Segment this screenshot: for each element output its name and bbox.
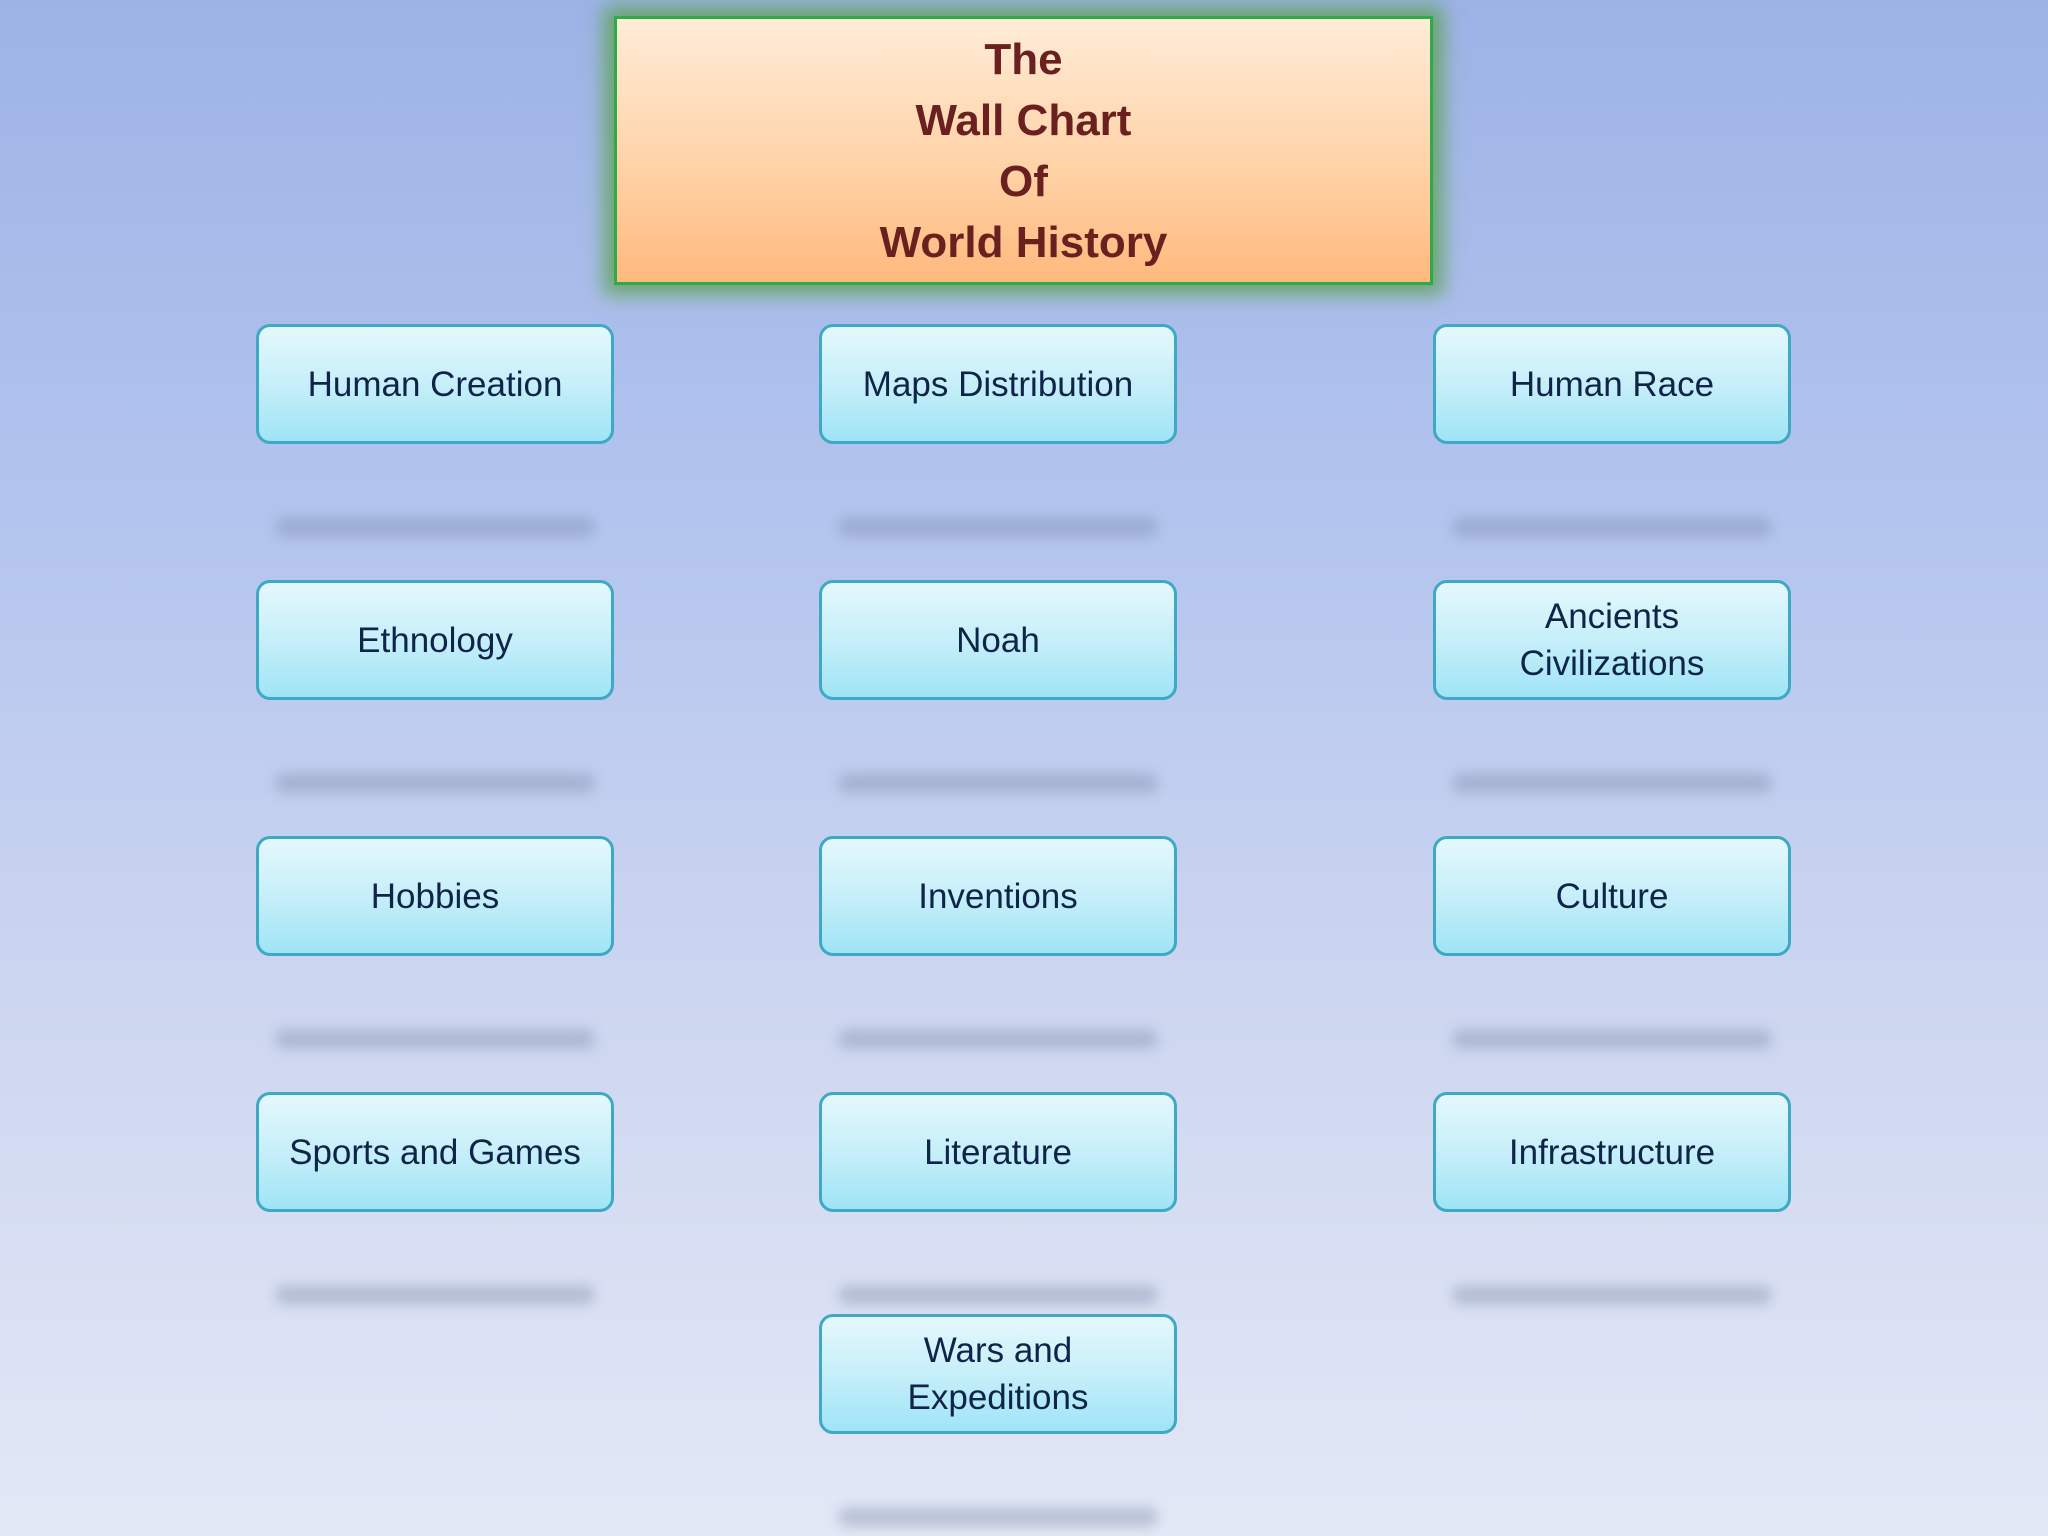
node-label: Culture: [1555, 876, 1669, 916]
node-label: Maps Distribution: [862, 364, 1134, 404]
node-infrastructure[interactable]: Infrastructure: [1433, 1092, 1791, 1212]
node-label: Literature: [924, 1132, 1072, 1172]
node-label: Inventions: [918, 876, 1078, 916]
title-line-3: Of: [999, 156, 1048, 206]
node-noah[interactable]: Noah: [819, 580, 1177, 700]
node-ancients-civilizations[interactable]: Ancients Civilizations: [1433, 580, 1791, 700]
node-reflection: [838, 1285, 1158, 1305]
node-human-creation[interactable]: Human Creation: [256, 324, 614, 444]
title-line-1: The: [984, 34, 1063, 84]
node-label: Human Creation: [307, 364, 563, 404]
node-label: Human Race: [1509, 364, 1715, 404]
title-box: The Wall Chart Of World History: [614, 16, 1433, 285]
node-label: Infrastructure: [1508, 1132, 1716, 1172]
node-wars-and-expeditions[interactable]: Wars and Expeditions: [819, 1314, 1177, 1434]
node-label: Hobbies: [370, 876, 500, 916]
node-reflection: [838, 1029, 1158, 1049]
node-reflection: [1452, 1029, 1772, 1049]
node-reflection: [275, 1029, 595, 1049]
node-hobbies[interactable]: Hobbies: [256, 836, 614, 956]
node-literature[interactable]: Literature: [819, 1092, 1177, 1212]
node-label: Wars and Expeditions: [907, 1331, 1089, 1417]
title-line-2: Wall Chart: [915, 95, 1132, 145]
node-human-race[interactable]: Human Race: [1433, 324, 1791, 444]
node-reflection: [275, 517, 595, 537]
node-reflection: [838, 517, 1158, 537]
node-label: Ancients Civilizations: [1519, 597, 1705, 683]
node-maps-distribution[interactable]: Maps Distribution: [819, 324, 1177, 444]
node-reflection: [275, 773, 595, 793]
node-label: Sports and Games: [289, 1132, 581, 1172]
node-reflection: [1452, 773, 1772, 793]
node-ethnology[interactable]: Ethnology: [256, 580, 614, 700]
node-reflection: [1452, 1285, 1772, 1305]
node-reflection: [275, 1285, 595, 1305]
node-reflection: [838, 773, 1158, 793]
node-sports-and-games[interactable]: Sports and Games: [256, 1092, 614, 1212]
node-label: Ethnology: [357, 620, 513, 660]
node-reflection: [838, 1507, 1158, 1527]
node-reflection: [1452, 517, 1772, 537]
node-label: Noah: [956, 620, 1040, 660]
node-inventions[interactable]: Inventions: [819, 836, 1177, 956]
node-culture[interactable]: Culture: [1433, 836, 1791, 956]
title-line-4: World History: [879, 217, 1168, 267]
